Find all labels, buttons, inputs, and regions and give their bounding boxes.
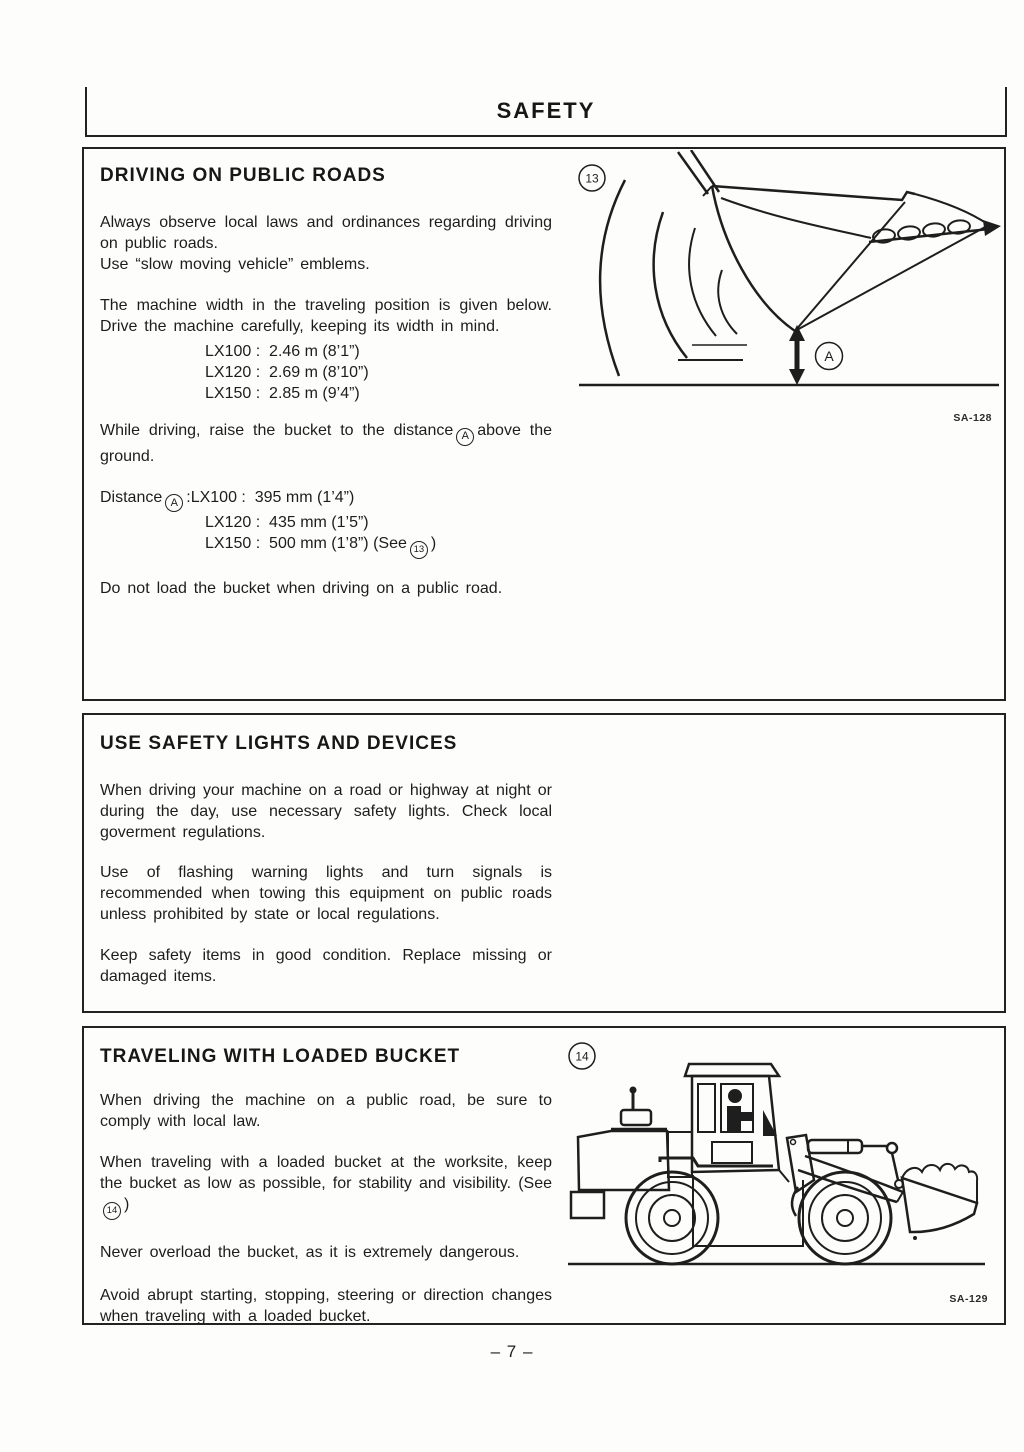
body-paragraph: Use “slow moving vehicle” emblems. bbox=[100, 256, 370, 273]
circled-14-marker: 14 bbox=[103, 1201, 121, 1220]
bucket-teeth bbox=[872, 219, 1001, 244]
body-paragraph: When driving the machine on a public roa… bbox=[100, 1092, 552, 1130]
section-use-safety-lights: USE SAFETY LIGHTS AND DEVICES When drivi… bbox=[82, 713, 1006, 1013]
section-driving-on-public-roads: DRIVING ON PUBLIC ROADS Always observe l… bbox=[82, 147, 1006, 701]
lift-arm-and-cylinder bbox=[785, 1133, 904, 1217]
engine-compartment bbox=[569, 1086, 693, 1220]
loaded-bucket bbox=[900, 1162, 979, 1240]
figure-code-label: SA-128 bbox=[953, 412, 992, 424]
machine-width-spec-list: LX100 : 2.46 m (8’1”) LX120 : 2.69 m (8’… bbox=[100, 341, 552, 404]
section-traveling-text-column: TRAVELING WITH LOADED BUCKET When drivin… bbox=[84, 1028, 552, 1327]
figure-code-label: SA-129 bbox=[949, 1293, 988, 1305]
section-lights-text-column: USE SAFETY LIGHTS AND DEVICES When drivi… bbox=[84, 715, 552, 987]
body-paragraph: When traveling with a loaded bucket at t… bbox=[100, 1152, 552, 1220]
body-paragraph: Do not load the bucket when driving on a… bbox=[100, 579, 503, 597]
spec-line-lx120: LX120 : 2.69 m (8’10”) bbox=[205, 364, 369, 381]
section-driving-text-column: DRIVING ON PUBLIC ROADS Always observe l… bbox=[84, 149, 552, 599]
svg-text:14: 14 bbox=[575, 1050, 589, 1064]
body-paragraph: Never overload the bucket, as it is extr… bbox=[100, 1243, 520, 1261]
loader-front-arcs bbox=[598, 179, 738, 377]
cab-shadow-wedge bbox=[763, 1110, 777, 1136]
distance-arrow-icon bbox=[789, 325, 805, 385]
circled-13-marker: 13 bbox=[409, 540, 428, 559]
body-paragraph: Avoid abrupt starting, stopping, steerin… bbox=[100, 1286, 552, 1325]
operator-silhouette bbox=[727, 1089, 752, 1132]
svg-text:13: 13 bbox=[585, 172, 599, 186]
cab bbox=[683, 1062, 782, 1174]
bucket-load-bumps bbox=[901, 1162, 979, 1204]
spec-line-lx150: LX150 : 2.85 m (9’4”) bbox=[205, 385, 360, 402]
section-title-traveling: TRAVELING WITH LOADED BUCKET bbox=[100, 1046, 461, 1067]
spec-line-distance-lx120: LX120 : 435 mm (1’5”) bbox=[205, 514, 369, 531]
circled-a-marker: A bbox=[456, 427, 475, 446]
page-number: – 7 – bbox=[490, 1342, 534, 1361]
body-paragraph: When driving your machine on a road or h… bbox=[100, 782, 552, 841]
figure-wheel-loader-illustration: 14 bbox=[568, 1042, 985, 1266]
section-title-lights: USE SAFETY LIGHTS AND DEVICES bbox=[100, 733, 458, 754]
body-paragraph: While driving, raise the bucket to the d… bbox=[100, 422, 553, 465]
section-title-driving: DRIVING ON PUBLIC ROADS bbox=[100, 165, 386, 186]
bucket-outline bbox=[710, 184, 1001, 333]
spec-line-lx100: LX100 : 2.46 m (8’1”) bbox=[205, 343, 360, 360]
figure-number-badge: 14 bbox=[568, 1042, 596, 1070]
distance-label-badge: A bbox=[814, 341, 844, 371]
figure-number-badge: 13 bbox=[578, 164, 606, 192]
figure-raised-bucket-illustration: A 13 bbox=[578, 150, 1001, 387]
motion-dash-lines bbox=[678, 344, 747, 361]
body-paragraph: The machine width in the traveling posit… bbox=[100, 297, 552, 335]
section-traveling-loaded-bucket: TRAVELING WITH LOADED BUCKET When drivin… bbox=[82, 1026, 1006, 1325]
handrail bbox=[658, 1156, 773, 1168]
rear-wheel bbox=[624, 1170, 720, 1266]
body-paragraph: Use of flashing warning lights and turn … bbox=[100, 864, 552, 923]
page-title: SAFETY bbox=[496, 98, 596, 123]
chassis bbox=[692, 1169, 804, 1247]
body-paragraph: Always observe local laws and ordinances… bbox=[100, 214, 552, 252]
body-paragraph: Keep safety items in good condition. Rep… bbox=[100, 947, 552, 985]
safety-header-box: SAFETY bbox=[85, 87, 1007, 137]
circled-a-marker: A bbox=[165, 494, 184, 512]
svg-text:A: A bbox=[824, 348, 834, 364]
